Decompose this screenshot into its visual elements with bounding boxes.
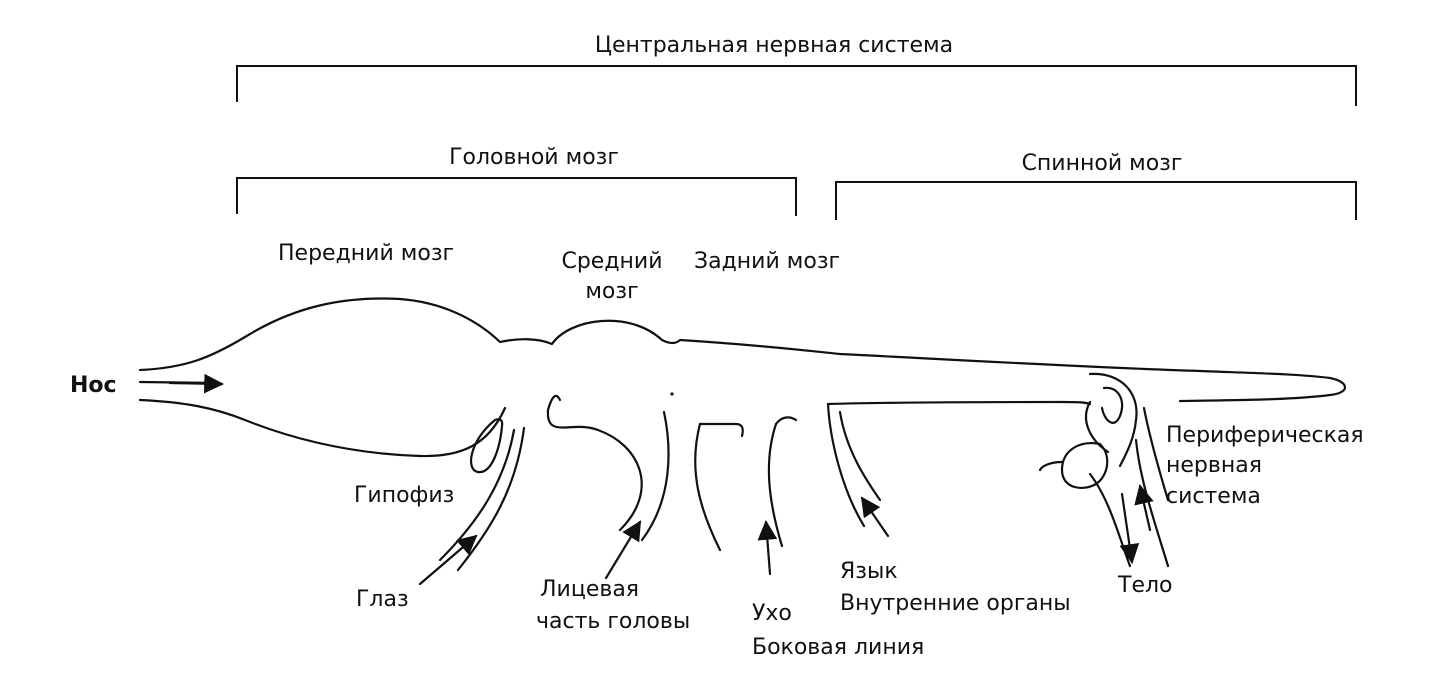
- ear-arrow-icon: [757, 520, 778, 576]
- spinal-nerve-outer: [1142, 406, 1170, 502]
- ear-label-line1: Ухо: [752, 601, 792, 626]
- tongue-label-line1: Язык: [840, 559, 898, 584]
- ganglion-stub: [1038, 460, 1064, 472]
- auditory-nerve-top: [698, 422, 744, 438]
- hindbrain-label: Задний мозг: [694, 249, 840, 274]
- spinal-nerve-dorsal-root: [1088, 372, 1138, 468]
- facial-nerve-right: [640, 410, 670, 542]
- spinal-nerve-trunk-left: [1088, 472, 1132, 568]
- cns-label: Центральная нервная система: [595, 33, 953, 58]
- spinal-cord-bracket: [835, 181, 1357, 220]
- auditory-nerve-left: [694, 422, 722, 552]
- body-afferent-arrow-icon: [1134, 484, 1154, 532]
- brain-label: Головной мозг: [449, 145, 619, 170]
- nose-label: Нос: [70, 373, 117, 398]
- facial-nerve-left: [546, 408, 643, 532]
- hindbrain-underside: [826, 400, 1092, 406]
- spinal-cord-label: Спинной мозг: [1022, 151, 1183, 176]
- pituitary-outline: [469, 418, 504, 474]
- pituitary-label: Гипофиз: [354, 483, 454, 508]
- vagus-nerve-right: [838, 410, 882, 502]
- body-label: Тело: [1117, 573, 1173, 598]
- face-label-line1: Лицевая: [540, 577, 639, 602]
- pns-label-line1: Периферическая: [1166, 423, 1364, 448]
- neural-tube-lower-outline: [138, 398, 507, 458]
- brain-speck: [670, 392, 674, 396]
- forebrain-label: Передний мозг: [278, 241, 454, 266]
- tongue-arrow-icon: [860, 496, 890, 538]
- optic-nerve-right: [456, 426, 526, 572]
- tongue-label-line2: Внутренние органы: [840, 591, 1071, 616]
- vagus-nerve-left: [826, 402, 866, 528]
- eye-arrow-icon: [418, 534, 478, 586]
- optic-nerve-left: [438, 428, 516, 562]
- midbrain-label-line1: Средний: [561, 249, 662, 274]
- nose-arrow-icon: [168, 373, 224, 394]
- pns-label-line3: система: [1166, 484, 1261, 509]
- ear-label-line2: Боковая линия: [752, 635, 924, 660]
- midbrain-label-line2: мозг: [585, 279, 638, 304]
- brain-bracket: [236, 177, 797, 216]
- eye-label: Глаз: [356, 587, 409, 612]
- face-arrow-icon: [604, 520, 642, 580]
- face-label-line2: часть головы: [536, 609, 690, 634]
- neural-tube-upper-outline: [138, 297, 1347, 403]
- cns-bracket: [236, 65, 1357, 106]
- pns-label-line2: нервная: [1166, 453, 1262, 478]
- spinal-nerve-upper-loop: [1100, 386, 1124, 424]
- spinal-nerve-trunk-right: [1134, 438, 1170, 568]
- auditory-nerve-top-right: [774, 416, 798, 426]
- auditory-nerve-right: [767, 422, 784, 548]
- body-efferent-arrow-icon: [1119, 492, 1140, 564]
- facial-nerve-outer: [546, 394, 562, 412]
- ganglion-outline: [1060, 442, 1109, 489]
